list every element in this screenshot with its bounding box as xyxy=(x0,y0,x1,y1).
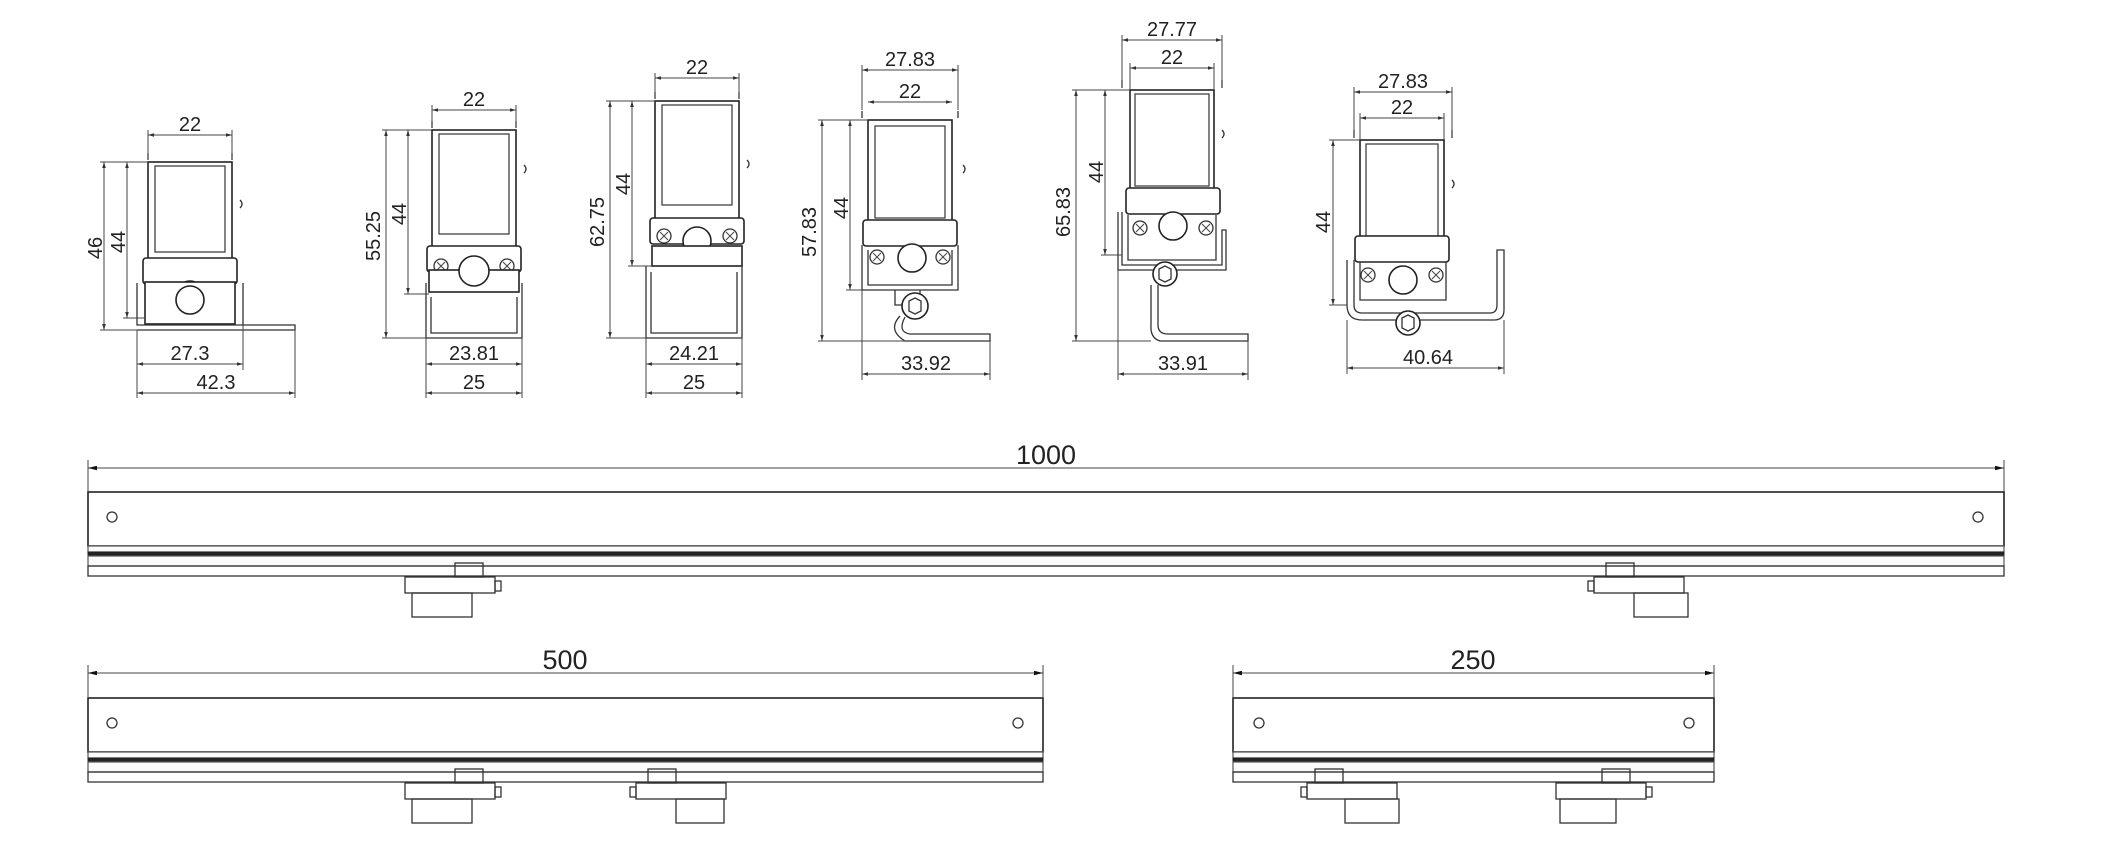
bar-1000-length-label: 1000 xyxy=(1016,440,1076,470)
profile-5-dim-width: 33.91 xyxy=(1158,353,1208,375)
bar-500-length-label: 500 xyxy=(542,645,587,675)
profile-3: 22 62.75 44 24.21 25 xyxy=(587,57,750,398)
profile-5-dimensions: 27.77 22 65.83 44 33.91 xyxy=(1053,19,1249,380)
profile-5-body xyxy=(1117,80,1249,342)
profile-2-dim-width: 25 xyxy=(463,372,485,394)
bar-250: 250 xyxy=(1232,645,1715,824)
profile-1-dim-height: 46 xyxy=(85,237,107,259)
profile-4-dim-width: 33.92 xyxy=(901,353,951,375)
profile-4-dim-top: 22 xyxy=(899,81,921,103)
profile-2-body xyxy=(425,121,527,339)
profile-4: 27.83 22 57.83 44 33.92 xyxy=(799,49,991,380)
bar-500: 500 xyxy=(87,645,1044,824)
profile-2-dim-base: 23.81 xyxy=(449,343,499,365)
bar-250-bracket-left xyxy=(1300,768,1400,824)
bar-1000-bracket-left xyxy=(404,562,502,618)
bar-1000: 1000 xyxy=(87,440,2005,618)
profile-4-dimensions: 27.83 22 57.83 44 33.92 xyxy=(799,49,991,380)
profile-1-dim-inner-height: 44 xyxy=(108,231,130,253)
bar-500-bracket-right xyxy=(629,768,727,824)
bar-250-length-label: 250 xyxy=(1450,645,1495,675)
profile-4-dim-inner-height: 44 xyxy=(831,197,853,219)
profile-1-dim-top: 22 xyxy=(179,114,201,136)
bar-250-bracket-right xyxy=(1555,768,1653,824)
profile-1-dim-base: 27.3 xyxy=(171,343,210,365)
profile-6-dim-width: 40.64 xyxy=(1403,347,1453,369)
profile-6-dimensions: 27.83 22 44 40.64 xyxy=(1313,71,1505,374)
profile-2-dimensions: 22 55.25 44 23.81 25 xyxy=(363,89,523,398)
profile-3-dim-height: 62.75 xyxy=(587,197,609,247)
profile-5-dim-outer-top: 27.77 xyxy=(1147,19,1197,41)
profile-1-dimensions: 22 46 44 27.3 42.3 xyxy=(85,114,296,398)
profile-1: 22 46 44 27.3 42.3 xyxy=(85,114,296,398)
profile-3-body xyxy=(645,92,750,339)
profile-3-dim-top: 22 xyxy=(686,57,708,79)
profile-2-dim-top: 22 xyxy=(463,89,485,111)
profile-3-dimensions: 22 62.75 44 24.21 25 xyxy=(587,57,743,398)
profile-3-dim-base: 24.21 xyxy=(669,343,719,365)
bar-1000-bracket-right xyxy=(1587,562,1689,618)
profile-5: 27.77 22 65.83 44 33.91 xyxy=(1053,19,1249,380)
profile-2: 22 55.25 44 23.81 25 xyxy=(363,89,527,398)
bar-500-bracket-left xyxy=(404,768,502,824)
profile-6-dim-top: 22 xyxy=(1391,97,1413,119)
profile-3-dim-width: 25 xyxy=(683,372,705,394)
profile-2-dim-height: 55.25 xyxy=(363,211,385,261)
profile-3-dim-inner-height: 44 xyxy=(613,173,635,195)
profile-5-dim-height: 65.83 xyxy=(1053,187,1075,237)
profile-4-body xyxy=(861,111,991,342)
profile-2-dim-inner-height: 44 xyxy=(389,203,411,225)
profile-6-dim-outer-top: 27.83 xyxy=(1378,71,1428,93)
profile-4-dim-height: 57.83 xyxy=(799,207,821,257)
profile-6-dim-inner-height: 44 xyxy=(1313,211,1335,233)
profile-4-dim-outer-top: 27.83 xyxy=(885,49,935,71)
profile-1-body xyxy=(136,153,296,331)
profile-1-dim-width: 42.3 xyxy=(197,372,236,394)
profile-6: 27.83 22 44 40.64 xyxy=(1313,71,1505,374)
profile-6-body xyxy=(1346,130,1505,336)
profile-5-dim-inner-height: 44 xyxy=(1086,161,1108,183)
profile-5-dim-top: 22 xyxy=(1161,47,1183,69)
